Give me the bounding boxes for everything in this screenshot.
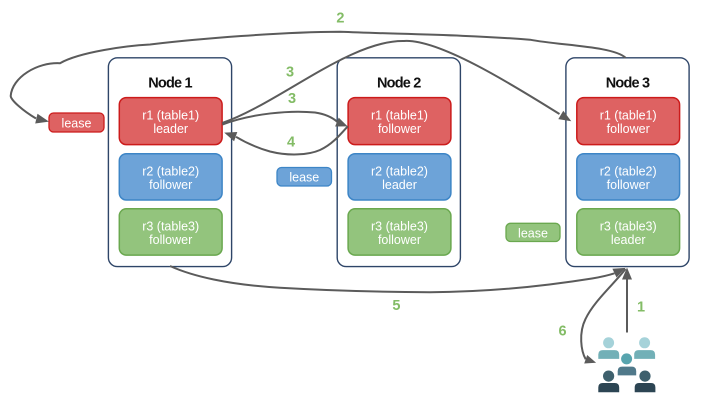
- svg-text:r2 (table2): r2 (table2): [600, 165, 657, 179]
- svg-text:1: 1: [637, 300, 645, 316]
- svg-text:follower: follower: [607, 122, 650, 136]
- svg-text:r1 (table1): r1 (table1): [600, 109, 657, 123]
- svg-text:r3 (table3): r3 (table3): [600, 220, 657, 234]
- svg-text:follower: follower: [378, 233, 421, 247]
- svg-text:4: 4: [287, 135, 295, 151]
- svg-text:follower: follower: [607, 178, 650, 192]
- svg-text:r3 (table3): r3 (table3): [371, 220, 428, 234]
- svg-text:follower: follower: [378, 122, 421, 136]
- svg-text:r3 (table3): r3 (table3): [142, 220, 199, 234]
- svg-text:follower: follower: [149, 233, 192, 247]
- svg-text:5: 5: [392, 298, 400, 314]
- svg-text:r1 (table1): r1 (table1): [142, 109, 199, 123]
- svg-text:lease: lease: [62, 116, 92, 130]
- svg-text:6: 6: [558, 324, 566, 340]
- svg-text:3: 3: [288, 91, 296, 107]
- svg-text:Node 2: Node 2: [377, 76, 421, 92]
- svg-text:leader: leader: [382, 178, 417, 192]
- svg-text:Node 3: Node 3: [606, 76, 650, 92]
- svg-text:r2 (table2): r2 (table2): [371, 165, 428, 179]
- svg-text:leader: leader: [153, 122, 188, 136]
- svg-text:Node 1: Node 1: [148, 76, 192, 92]
- svg-text:r1 (table1): r1 (table1): [371, 109, 428, 123]
- svg-text:leader: leader: [611, 233, 646, 247]
- svg-text:3: 3: [286, 64, 294, 80]
- svg-text:2: 2: [336, 11, 344, 27]
- svg-text:r2 (table2): r2 (table2): [142, 165, 199, 179]
- svg-text:lease: lease: [289, 171, 319, 185]
- svg-text:follower: follower: [149, 178, 192, 192]
- svg-text:lease: lease: [518, 226, 548, 240]
